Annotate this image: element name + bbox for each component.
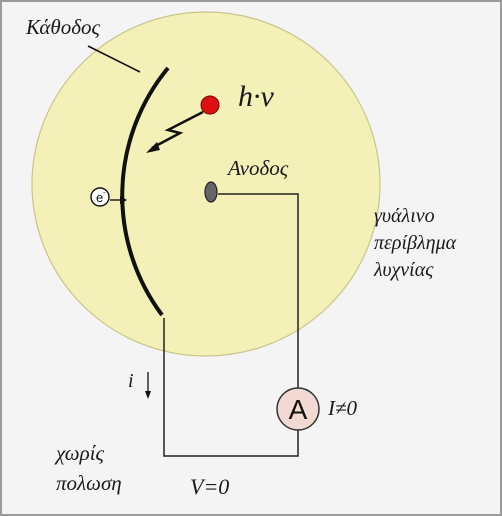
- electron-symbol: e: [96, 190, 103, 205]
- cathode-plate: [120, 66, 170, 317]
- voltage-reading: V=0: [190, 474, 229, 499]
- glass-envelope: [31, 11, 381, 357]
- photon-arrow: [146, 110, 204, 153]
- electron-icon: e -: [90, 187, 127, 207]
- bias-label-line1: χωρίς: [54, 441, 105, 465]
- photon-dot: [200, 95, 220, 115]
- photon-energy-label: h·v: [238, 80, 275, 113]
- current-arrow: [145, 372, 151, 399]
- ammeter-symbol: A: [289, 394, 308, 425]
- anode-wire: [218, 193, 299, 388]
- ammeter-reading: I≠0: [327, 396, 358, 420]
- envelope-label-line1: γυάλινο: [374, 205, 435, 227]
- anode-label: Ανοδος: [226, 156, 289, 180]
- svg-text:-: -: [103, 188, 106, 197]
- current-label: i: [128, 370, 134, 392]
- bias-label-line2: πολωση: [56, 471, 122, 495]
- envelope-label-line2: περίβλημα: [374, 232, 457, 254]
- cathode-label: Κάθοδος: [25, 15, 101, 39]
- ammeter: [276, 387, 320, 431]
- envelope-label-line3: λυχνίας: [373, 259, 434, 281]
- cathode-pointer-line: [87, 45, 141, 73]
- cathode-wire: [163, 318, 299, 457]
- anode: [204, 181, 218, 203]
